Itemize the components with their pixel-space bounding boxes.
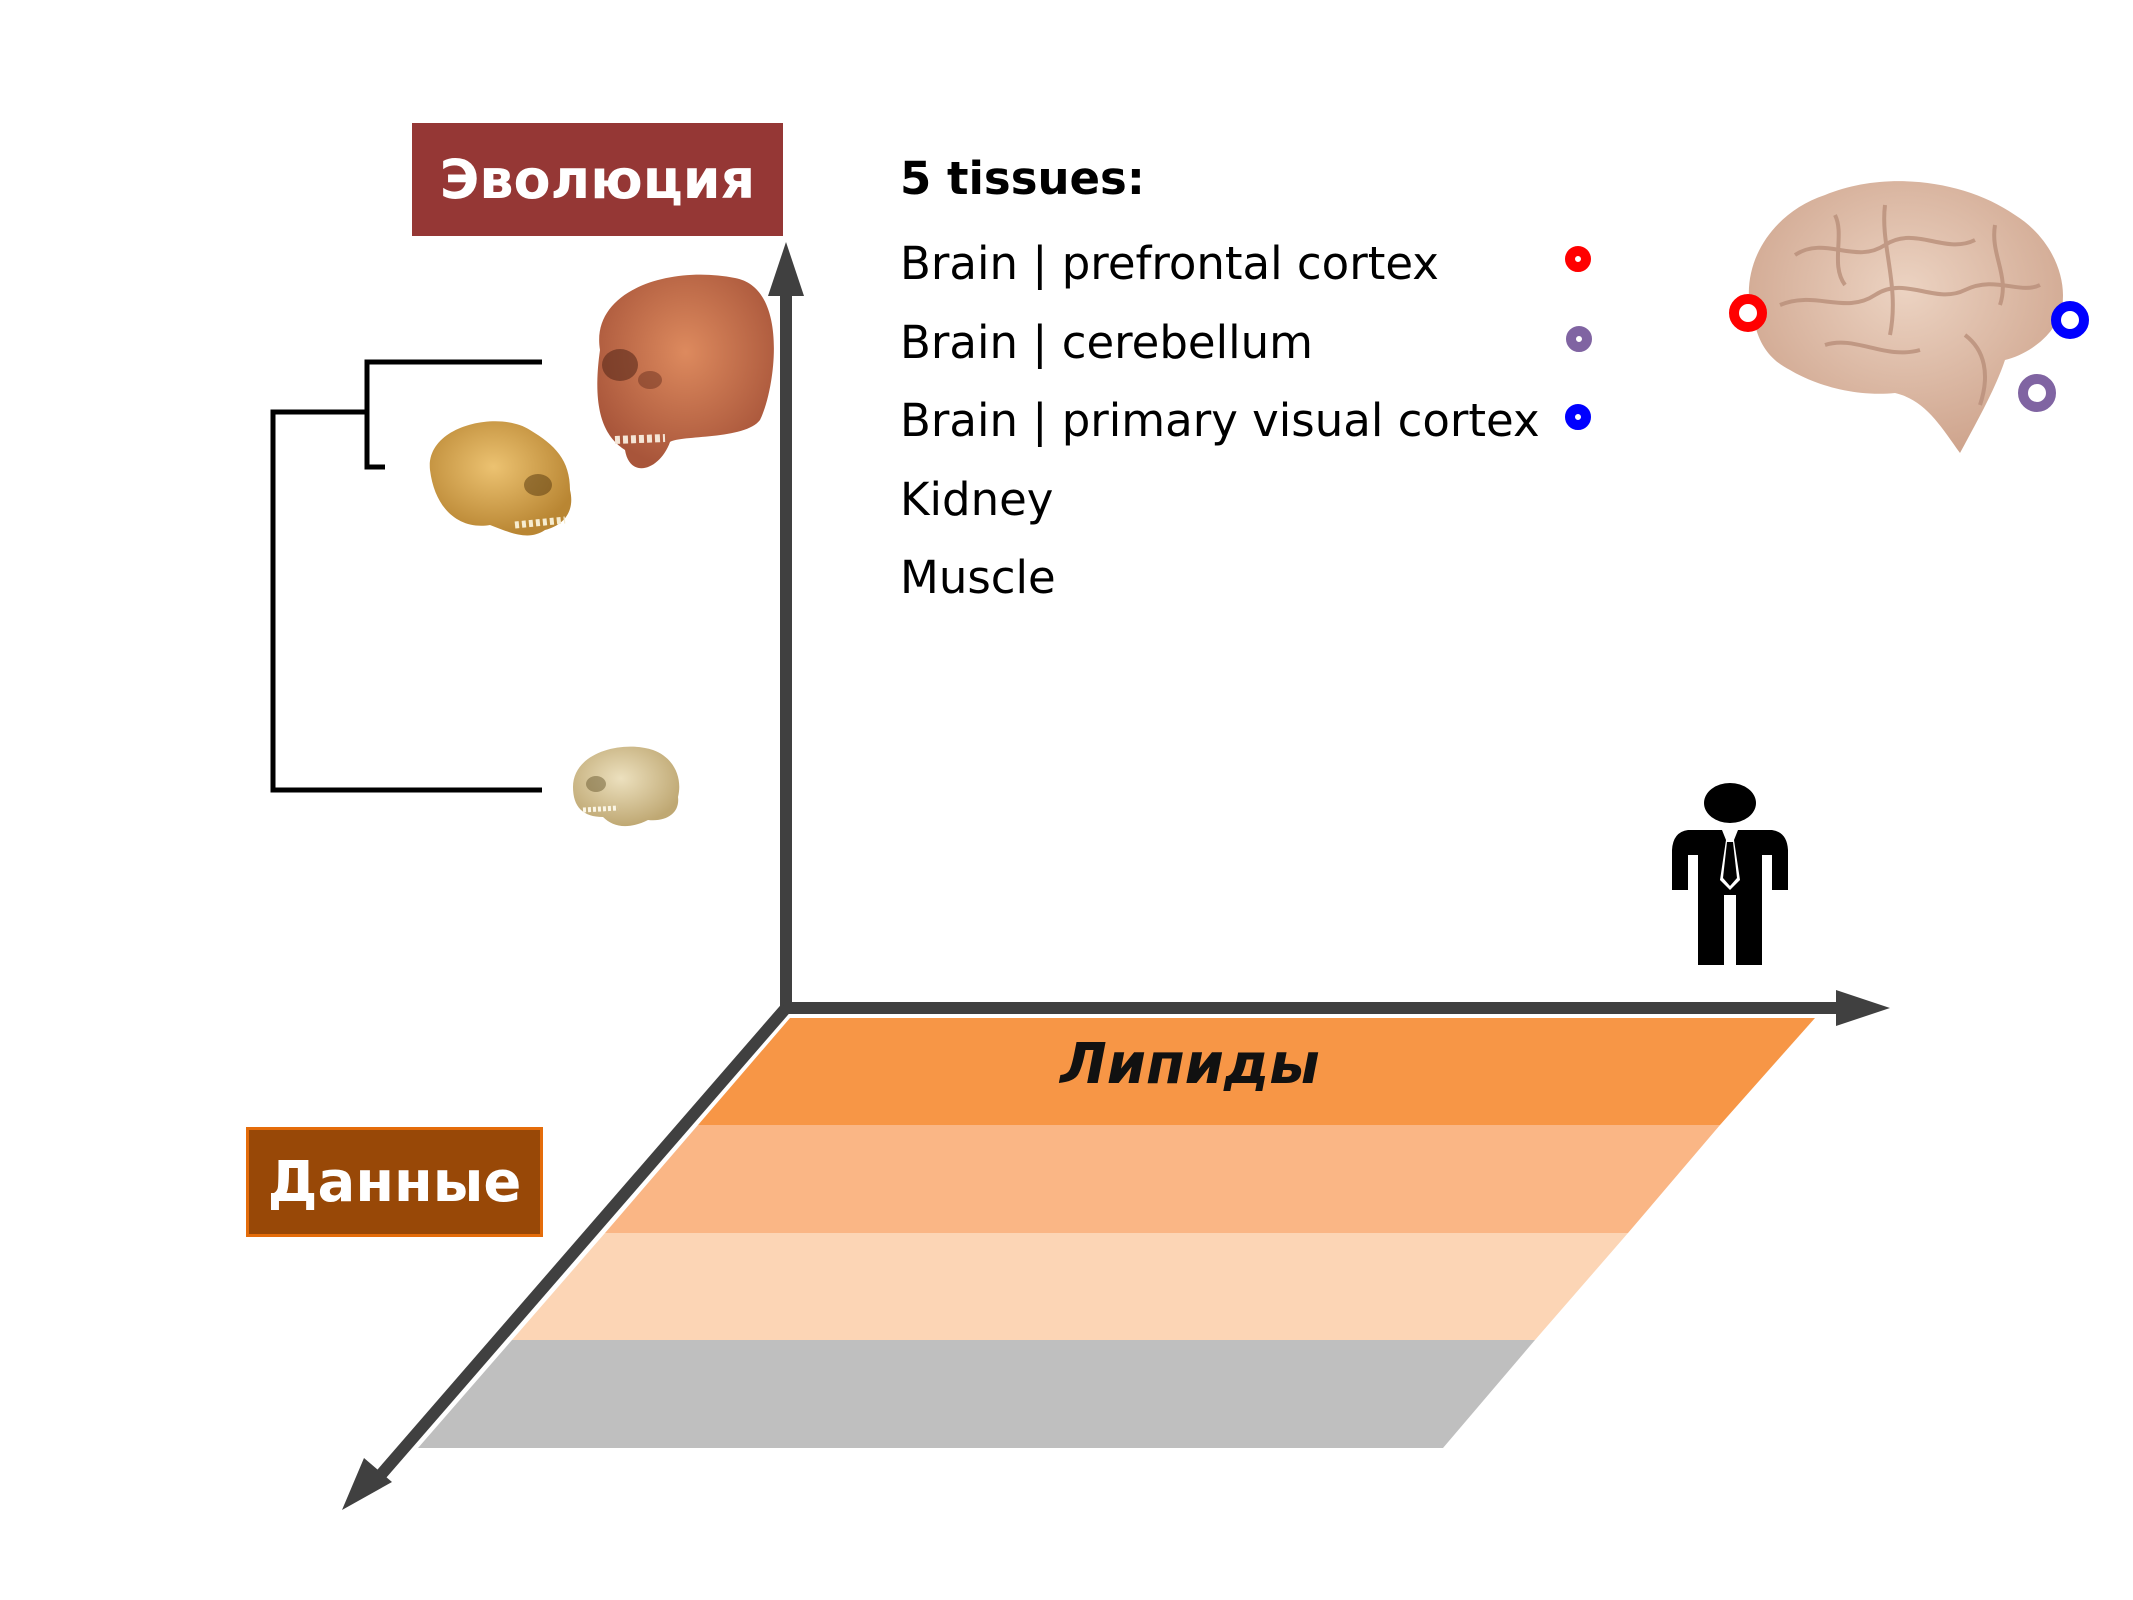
prefrontal-marker-icon [1565,246,1591,272]
evolution-axis-label: Эволюция [412,123,783,236]
marker-cerebellum-on-brain [2018,374,2056,412]
brain-region-markers [1729,294,2089,412]
tissues-title: 5 tissues: [900,152,1145,205]
person-icon [1672,783,1788,965]
horizontal-axis-arrowhead [1836,990,1890,1026]
tissue-item: Brain | primary visual cortex [900,394,1540,447]
data-plane [418,1018,1815,1448]
human-skull-icon [597,274,774,469]
depth-axis-arrowhead [342,1458,392,1510]
tissues-list: 5 tissues: Brain | prefrontal cortex Bra… [900,145,1540,618]
phylogenetic-tree [270,359,542,793]
macaque-skull-icon [573,746,680,827]
tissue-item: Brain | prefrontal cortex [900,237,1439,290]
data-band-3 [512,1233,1628,1340]
data-axis-label: Данные [246,1127,543,1237]
depth-axis [367,1004,791,1489]
data-band-4 [418,1340,1535,1448]
brain-icon [1748,181,2063,453]
chimpanzee-skull-icon [429,421,572,536]
tissue-item: Brain | cerebellum [900,315,1313,369]
visual-cortex-marker-icon [1565,404,1591,430]
cerebellum-marker-icon [1566,326,1592,352]
marker-visual-on-brain [2051,301,2089,339]
marker-prefrontal-on-brain [1729,294,1767,332]
lipids-band-label: Липиды [1060,1032,1320,1097]
axes [342,242,1890,1510]
tissue-item: Kidney [900,472,1054,526]
tissue-item: Muscle [900,551,1056,604]
data-band-2 [605,1125,1720,1233]
data-band-lipids [698,1018,1815,1125]
vertical-axis-arrowhead [768,242,804,296]
